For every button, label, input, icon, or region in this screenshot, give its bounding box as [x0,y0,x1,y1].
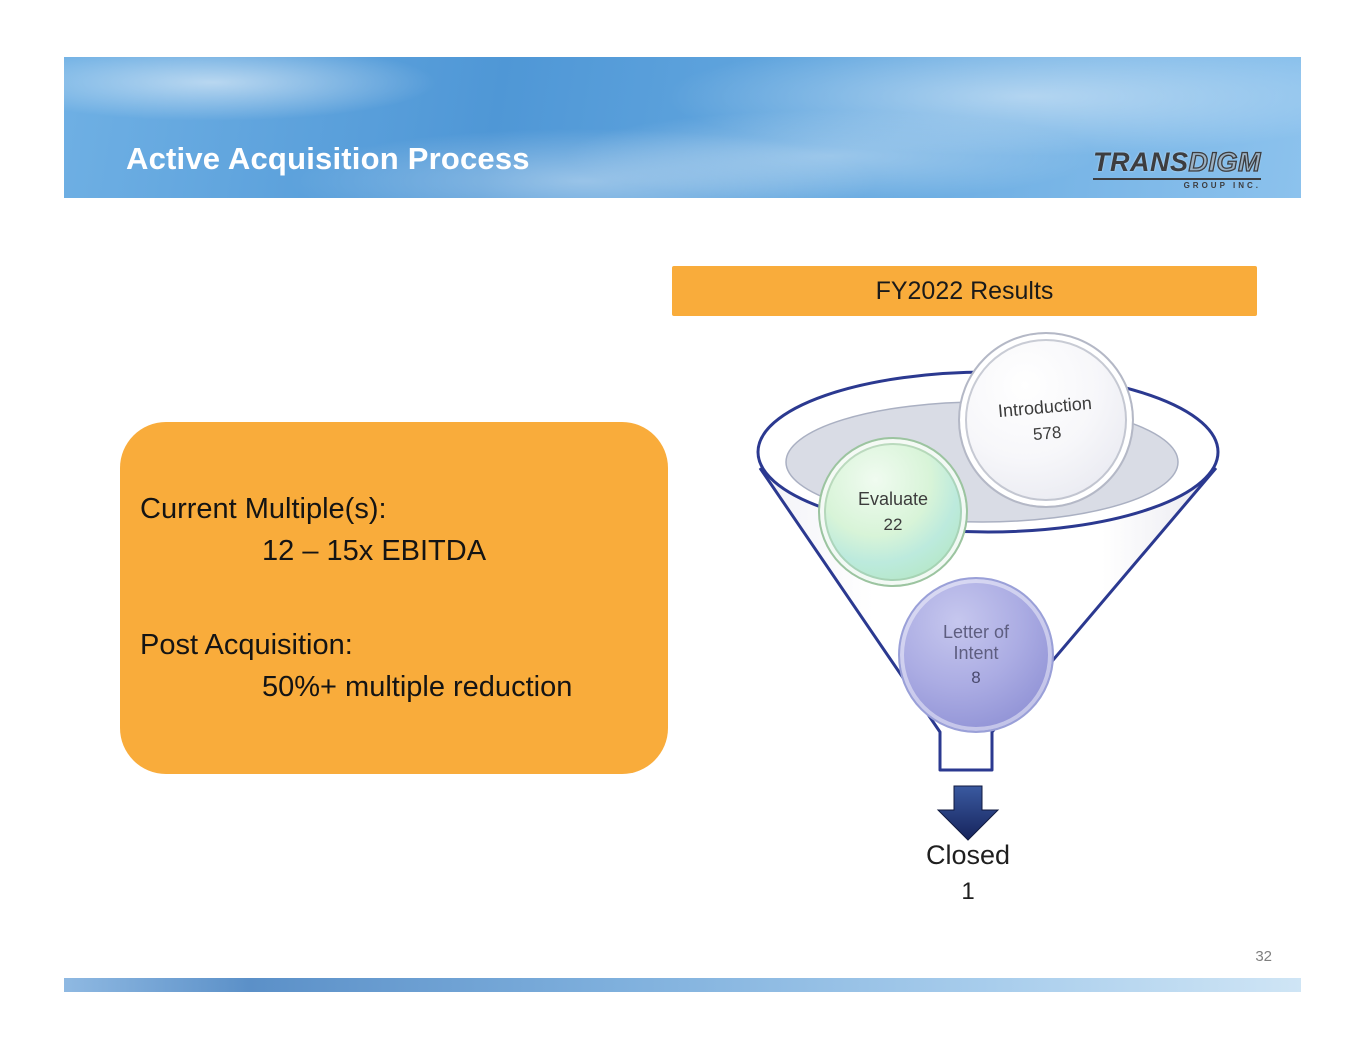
stage-closed-value: 1 [961,878,975,905]
stage-letter-of-intent-value: 8 [971,667,981,687]
stage-letter-of-intent-circle: Letter of Intent 8 [898,577,1054,733]
footer-bar [64,978,1301,992]
stage-closed-label: Closed [925,840,1011,870]
stage-evaluate-label: Evaluate [857,488,929,509]
stage-introduction-circle: Introduction 578 [958,332,1134,508]
callout-box: Current Multiple(s): 12 – 15x EBITDA Pos… [120,422,668,774]
stage-evaluate-value: 22 [883,515,903,535]
stage-letter-of-intent-label: Letter of Intent [942,622,1010,663]
callout-spacer [140,572,644,624]
header-banner: Active Acquisition Process TRANSDIGM GRO… [64,57,1301,198]
logo-tagline: GROUP INC. [1093,178,1261,190]
down-arrow-icon [936,785,1000,841]
stage-introduction-text: Introduction 578 [997,393,1095,448]
transdigm-logo: TRANSDIGM GROUP INC. [1093,147,1261,190]
page-number: 32 [1255,948,1272,965]
post-acquisition-detail: 50%+ multiple reduction [262,671,573,703]
current-multiple-heading: Current Multiple(s): [140,493,387,525]
stage-evaluate-circle: Evaluate 22 [818,437,968,587]
stage-introduction-label: Introduction [997,392,1093,421]
current-multiple-detail: 12 – 15x EBITDA [262,535,487,567]
results-banner: FY2022 Results [672,266,1257,316]
logo-text-digm: DIGM [1188,147,1261,177]
post-acquisition-heading: Post Acquisition: [140,629,353,661]
logo-text: TRANSDIGM [1093,147,1261,177]
results-banner-label: FY2022 Results [875,276,1054,305]
stage-introduction-value: 578 [1032,422,1063,444]
logo-text-trans: TRANS [1093,147,1189,177]
page-title: Active Acquisition Process [126,141,530,176]
